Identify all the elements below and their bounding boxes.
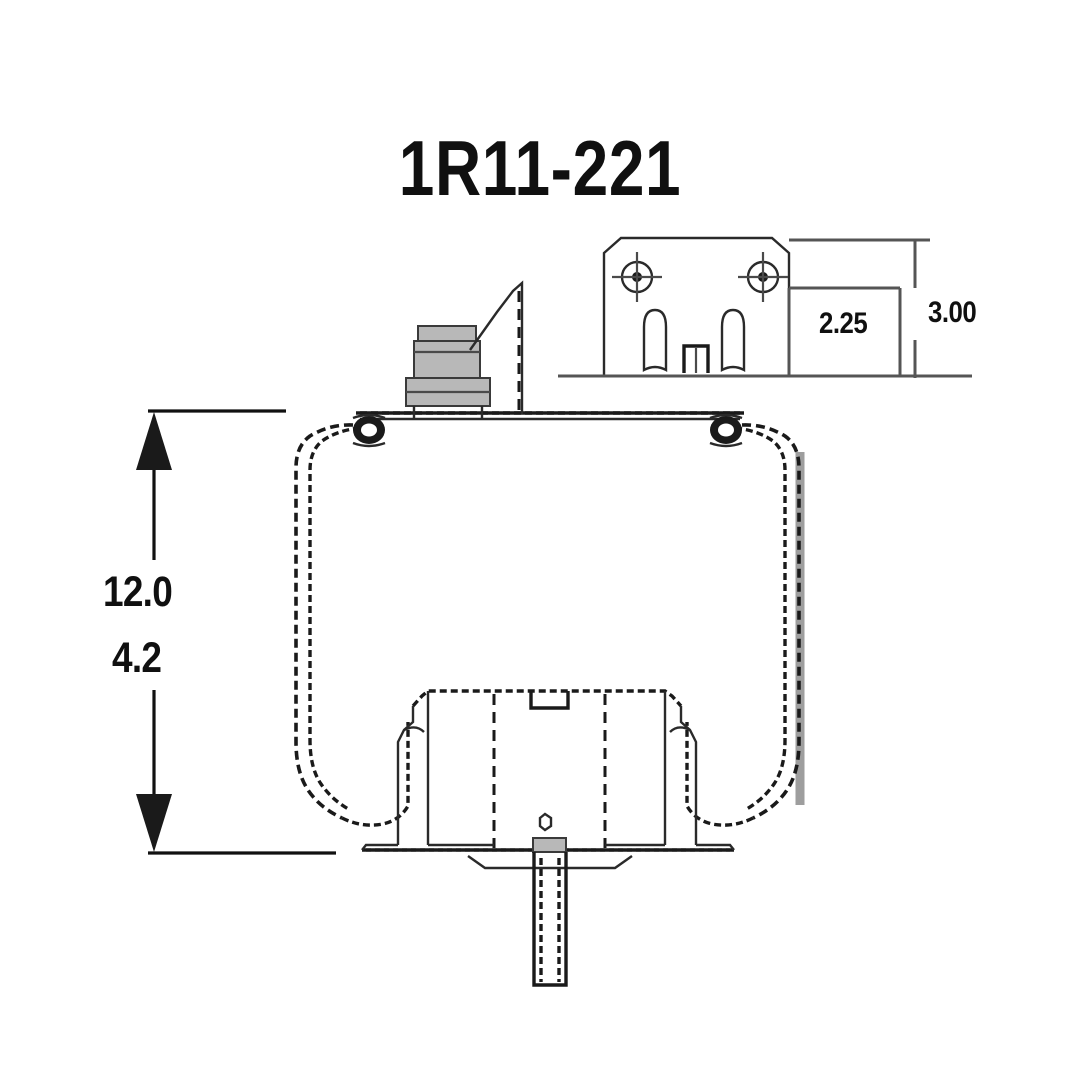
piston-lug-right [669,726,691,733]
bracket-slot-right [720,308,746,373]
piston-crown [411,689,683,708]
dimension-label-compressed-height: 4.2 [112,634,162,682]
bellows-fold-left [341,722,410,827]
dimension-bracket-width [787,286,902,376]
bellows-right-wall [734,423,801,820]
dimension-overall-height [136,409,336,855]
bellows-fold-right [685,722,754,827]
dim-arrow-down [136,794,172,852]
piston-lug-left [403,726,425,733]
piston [361,689,735,870]
fitting-bracket-ear [469,280,524,414]
dim-arrow-up [136,412,172,470]
piston-base-underside [467,855,633,870]
bead-ring-right [709,413,743,448]
dimension-bracket-height [558,238,936,378]
piston-vent-hole [538,812,553,832]
piston-base-boss [532,837,567,853]
bracket-detail-view [558,236,972,378]
bolt-hole-right [738,252,788,302]
bracket-slot-left [642,308,668,373]
dimension-label-overall-height: 12.0 [103,568,173,616]
bracket-plate-outline [602,236,791,376]
bracket-center-tab [682,344,710,373]
dimension-label-bracket-width: 2.25 [819,307,868,340]
air-spring-main-view [294,280,805,987]
air-inlet-fitting [405,325,491,420]
page-title: 1R11-221 [398,124,682,212]
piston-top-tab [529,691,570,710]
top-bead-plate [356,411,744,421]
bolt-hole-left [612,252,662,302]
bellows-left-wall [294,423,361,820]
bead-ring-left [352,413,386,448]
mounting-stud [532,852,568,987]
dimension-label-bracket-height: 3.00 [928,296,977,329]
